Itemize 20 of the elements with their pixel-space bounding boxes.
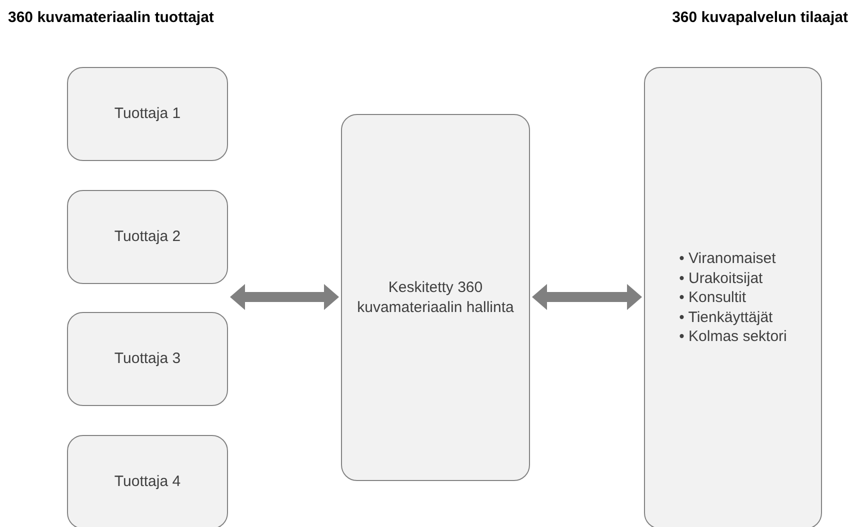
list-item: • Konsultit	[679, 288, 748, 308]
process-box	[67, 67, 228, 161]
double-arrow	[230, 284, 339, 310]
box-text: Tuottaja 3	[114, 349, 181, 369]
box-text: Keskitetty 360 kuvamateriaalin hallinta	[356, 278, 515, 317]
box-text: Tuottaja 1	[114, 104, 181, 124]
heading: 360 kuvapalvelun tilaajat	[672, 9, 848, 26]
process-box	[67, 312, 228, 406]
list-item: • Tienkäyttäjät	[679, 308, 774, 328]
double-arrow	[532, 284, 642, 310]
process-box	[67, 190, 228, 284]
list-item: • Kolmas sektori	[679, 327, 787, 347]
box-text: Tuottaja 4	[114, 472, 181, 492]
process-box	[67, 435, 228, 527]
process-box	[341, 114, 530, 481]
list-item: • Urakoitsijat	[679, 268, 764, 288]
list-item: • Viranomaiset	[679, 249, 777, 269]
box-text: Tuottaja 2	[114, 227, 181, 247]
list-box	[644, 67, 822, 527]
heading: 360 kuvamateriaalin tuottajat	[8, 9, 214, 26]
